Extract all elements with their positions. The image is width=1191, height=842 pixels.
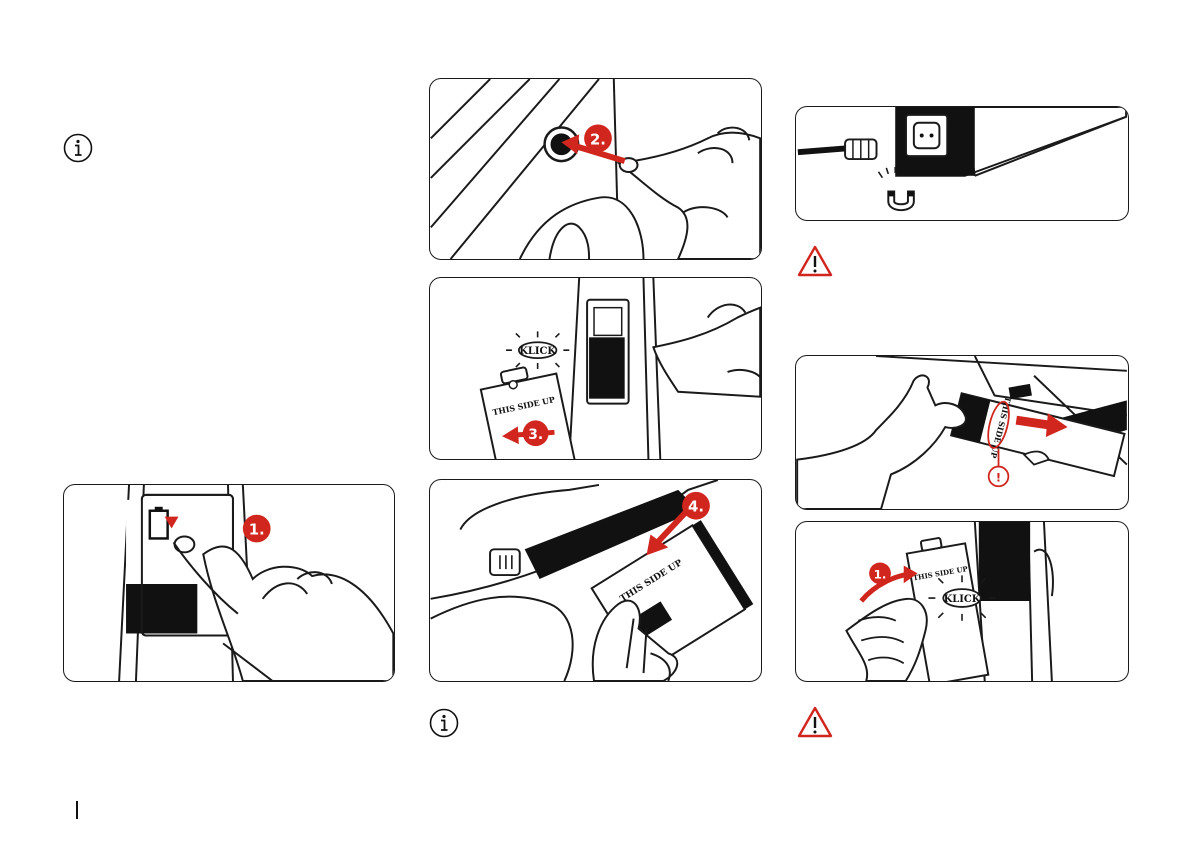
panel-remove-battery: THIS SIDE UP KLICK 3. <box>429 277 762 460</box>
connector-illustration <box>796 107 1128 220</box>
klick-label: KLICK <box>944 594 981 605</box>
warning-icon <box>796 244 834 278</box>
caution-mark: ! <box>996 470 1001 484</box>
panel-insert-battery: THIS SIDE UP 4. <box>429 479 762 682</box>
info-icon <box>429 708 459 738</box>
panel-press-button: 2. <box>429 78 762 260</box>
panel-reinsert-battery: THIS SIDE UP KLICK 1. <box>795 521 1129 682</box>
panel-battery-caution: THIS SIDE UP ! <box>795 355 1129 510</box>
klick-label: KLICK <box>519 346 556 357</box>
step-1-label: 1. <box>249 521 265 538</box>
klick-sound-mark: KLICK <box>506 331 569 369</box>
step-4-label: 4. <box>688 498 704 516</box>
display-illustration: 1. <box>64 485 394 681</box>
press-button-illustration: 2. <box>430 79 761 259</box>
panel-battery-connector <box>795 106 1129 221</box>
insert-battery-illustration: THIS SIDE UP 4. <box>430 480 761 681</box>
remove-battery-illustration: THIS SIDE UP KLICK 3. <box>430 278 761 459</box>
step-1-reinsert-label: 1. <box>874 567 887 581</box>
caution-illustration: THIS SIDE UP ! <box>796 356 1128 509</box>
step-3-label: 3. <box>528 427 543 443</box>
warning-icon <box>796 705 834 739</box>
page-marker <box>76 801 78 819</box>
panel-battery-display: 1. <box>63 484 395 682</box>
step-2-label: 2. <box>590 131 606 148</box>
reinsert-illustration: THIS SIDE UP KLICK 1. <box>796 522 1128 681</box>
info-icon <box>63 133 93 163</box>
